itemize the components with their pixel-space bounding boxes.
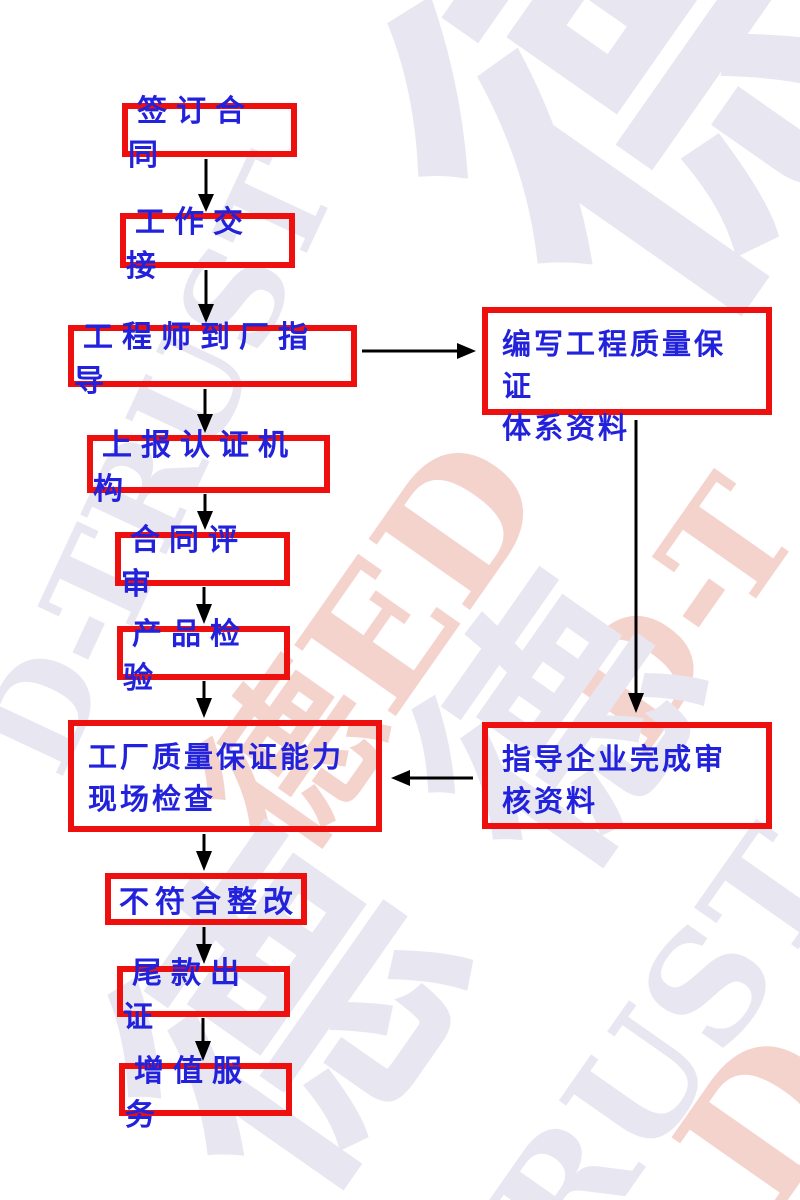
arrow-engineer-to-docs	[362, 343, 476, 359]
node-label: 增值服务	[125, 1053, 251, 1133]
arrow-factory-to-rectification	[196, 834, 212, 871]
flow-node-product-inspection: 产品检验	[117, 617, 290, 696]
flow-node-write-quality-system-docs: 编写工程质量保证 体系资料	[482, 307, 772, 445]
node-label-line2: 现场检查	[88, 782, 217, 816]
flow-node-contract-review: 合同评审	[115, 523, 290, 602]
node-label: 工程师到厂指导	[74, 320, 317, 399]
node-label: 签订合同	[128, 94, 254, 173]
node-label-line1: 工厂质量保证能力	[88, 740, 345, 774]
arrow-review-to-inspection	[196, 587, 212, 624]
arrow-docs-to-guide	[628, 420, 644, 713]
arrow-report-to-review	[197, 494, 213, 530]
node-label-line2: 体系资料	[502, 411, 631, 445]
node-label: 工作交接	[126, 204, 252, 284]
node-label: 产品检验	[123, 617, 249, 696]
node-label: 合同评审	[121, 523, 247, 602]
arrow-payment-to-services	[195, 1018, 211, 1061]
flow-node-guide-audit-docs: 指导企业完成审 核资料	[482, 722, 772, 829]
flow-node-value-added-services: 增值服务	[119, 1054, 292, 1133]
arrow-sign-to-handover	[198, 159, 214, 212]
flow-node-sign-contract: 签订合同	[122, 94, 297, 173]
flow-node-report-certification-body: 上报认证机构	[87, 428, 330, 507]
flow-node-factory-onsite-inspection: 工厂质量保证能力 现场检查	[68, 720, 382, 832]
node-label: 不符合整改	[119, 885, 299, 920]
arrow-engineer-to-report	[197, 389, 213, 433]
node-label-line1: 指导企业完成审	[502, 742, 727, 776]
flow-node-engineer-factory-guidance: 工程师到厂指导	[68, 320, 357, 399]
flow-node-final-payment-certificate: 尾款出证	[117, 956, 290, 1035]
arrow-handover-to-engineer	[198, 270, 214, 323]
flow-node-nonconformity-rectification: 不符合整改	[105, 873, 307, 925]
flow-node-work-handover: 工作交接	[120, 205, 295, 284]
node-label-line1: 编写工程质量保证	[502, 327, 727, 403]
arrow-inspection-to-factory	[196, 681, 212, 718]
node-label-line2: 核资料	[502, 784, 599, 818]
arrow-rectification-to-payment	[196, 927, 212, 964]
arrow-guide-to-factory	[391, 770, 473, 786]
node-label: 上报认证机构	[93, 428, 297, 507]
node-label: 尾款出证	[123, 955, 249, 1035]
